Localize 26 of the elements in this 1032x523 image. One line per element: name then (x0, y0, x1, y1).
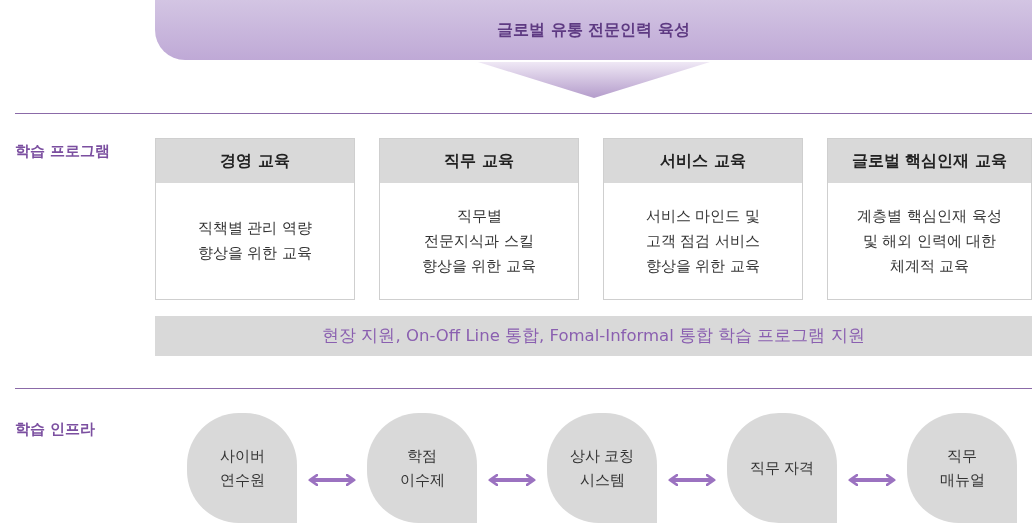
section-heading: 학습 프로그램 (15, 142, 111, 161)
infrastructure-label: 직무 매뉴얼 (938, 447, 986, 490)
card-heading: 글로벌 핵심인재 교육 (828, 139, 1031, 183)
card-heading: 서비스 교육 (604, 139, 802, 183)
double-arrow (308, 473, 356, 487)
card-description: 계층별 핵심인재 육성 및 해외 인력에 대한 체계적 교육 (856, 206, 1003, 276)
infrastructure-label: 상사 코칭 시스템 (568, 447, 636, 490)
infrastructure-label: 직무 자격 (749, 459, 815, 478)
section-heading: 학습 인프라 (15, 420, 96, 439)
infrastructure-label: 사이버 연수원 (218, 447, 266, 490)
card-description: 서비스 마인드 및 고객 점검 서비스 향상을 위한 교육 (644, 206, 762, 276)
card-heading: 경영 교육 (156, 139, 354, 183)
direction-arrow (478, 62, 710, 98)
card-description: 직무별 전문지식과 스킬 향상을 위한 교육 (420, 206, 538, 276)
title-banner: 글로벌 유통 전문인력 육성 (155, 0, 1032, 60)
support-bar: 현장 지원, On-Off Line 통합, Fomal-Informal 통합 학습 프로그램 지원 (155, 316, 1032, 356)
double-arrow (488, 473, 536, 487)
infrastructure-label: 학점 이수제 (398, 447, 446, 490)
card-heading: 직무 교육 (380, 139, 578, 183)
double-arrow (668, 473, 716, 487)
program-card (379, 138, 579, 300)
program-card (603, 138, 803, 300)
program-card (155, 138, 355, 300)
double-arrow (848, 473, 896, 487)
card-description: 직책별 관리 역량 향상을 위한 교육 (196, 219, 314, 263)
program-card (827, 138, 1032, 300)
